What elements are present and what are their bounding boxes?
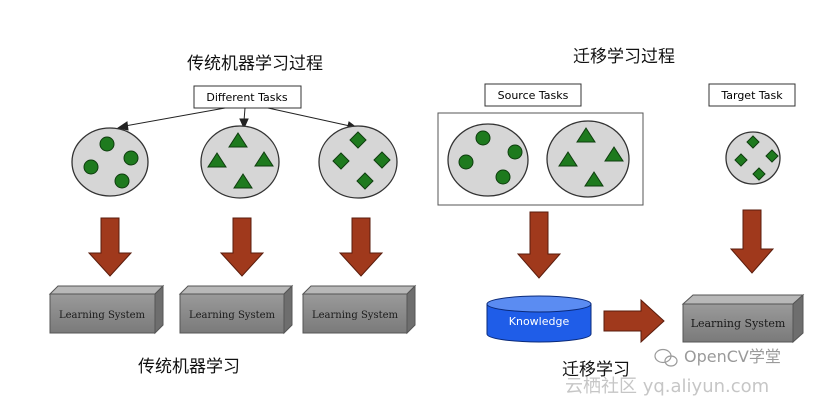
learning-system-box-2: Learning System bbox=[178, 284, 294, 335]
task-circle-2 bbox=[200, 125, 280, 199]
learning-system-box-3: Learning System bbox=[301, 284, 417, 335]
down-arrows-right bbox=[516, 209, 775, 279]
left-caption: 传统机器学习 bbox=[138, 357, 240, 377]
learning-system-label-2: Learning System bbox=[189, 310, 276, 321]
target-task-box bbox=[708, 83, 796, 107]
different-tasks-box bbox=[193, 85, 302, 109]
task-circle-3 bbox=[318, 125, 398, 199]
different-tasks-label: Different Tasks bbox=[206, 91, 287, 104]
source-tasks-label: Source Tasks bbox=[498, 89, 569, 102]
watermark-brand: OpenCV学堂 bbox=[684, 347, 781, 366]
watermark-site: 云栖社区 yq.aliyun.com bbox=[565, 376, 769, 397]
learning-system-box-1: Learning System bbox=[48, 284, 165, 335]
task-circle-1 bbox=[71, 127, 149, 197]
wechat-icon bbox=[654, 348, 678, 367]
right-title: 迁移学习过程 bbox=[573, 47, 675, 67]
right-caption: 迁移学习 bbox=[562, 360, 630, 380]
target-circle bbox=[725, 131, 781, 185]
right-arrow bbox=[603, 298, 665, 344]
source-circle-1 bbox=[447, 123, 529, 197]
knowledge-cylinder: Knowledge bbox=[486, 295, 592, 343]
source-circle-2 bbox=[546, 120, 630, 198]
target-task-label: Target Task bbox=[720, 89, 783, 102]
learning-system-label-1: Learning System bbox=[59, 310, 146, 321]
down-arrows-left bbox=[87, 217, 384, 277]
learning-system-label-target: Learning System bbox=[691, 317, 786, 330]
learning-system-box-target: Learning System bbox=[681, 293, 805, 344]
left-title: 传统机器学习过程 bbox=[187, 54, 323, 74]
knowledge-label: Knowledge bbox=[509, 315, 570, 328]
source-tasks-box bbox=[484, 83, 582, 107]
learning-system-label-3: Learning System bbox=[312, 310, 399, 321]
